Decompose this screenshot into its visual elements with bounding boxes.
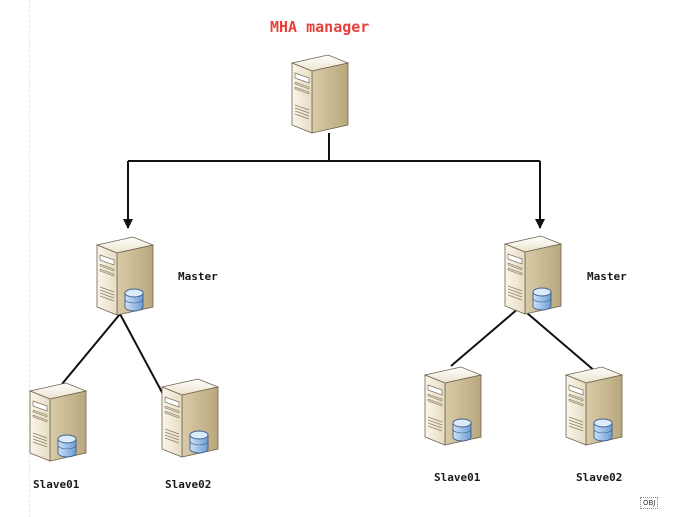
right-slave02-label: Slave02 xyxy=(576,471,623,484)
right-slave01-label: Slave01 xyxy=(434,471,481,484)
link-left-master-slave02 xyxy=(119,313,165,397)
left-slave02-label: Slave02 xyxy=(165,478,212,491)
diagram-title: MHA manager xyxy=(270,18,370,36)
manager-server-icon xyxy=(291,54,349,134)
right-master-label: Master xyxy=(587,270,627,283)
link-right-master-slave01 xyxy=(450,306,521,367)
right-master-server-icon xyxy=(504,235,562,315)
right-slave01-database-icon xyxy=(452,418,472,442)
left-slave02-database-icon xyxy=(189,430,209,454)
right-master-database-icon xyxy=(532,287,552,311)
connector-lines xyxy=(61,133,597,397)
left-master-label: Master xyxy=(178,270,218,283)
link-left-master-slave01 xyxy=(61,313,121,385)
right-slave02-database-icon xyxy=(593,418,613,442)
left-slave02-server-icon xyxy=(161,378,219,458)
object-placeholder-tag: OBJ xyxy=(640,497,659,509)
link-right-master-slave02 xyxy=(519,306,597,373)
right-slave02-server-icon xyxy=(565,366,623,446)
right-slave01-server-icon xyxy=(424,366,482,446)
left-master-server-icon xyxy=(96,236,154,316)
page-margin-guide xyxy=(29,0,30,517)
left-slave01-label: Slave01 xyxy=(33,478,80,491)
left-slave01-database-icon xyxy=(57,434,77,458)
left-slave01-server-icon xyxy=(29,382,87,462)
left-master-database-icon xyxy=(124,288,144,312)
